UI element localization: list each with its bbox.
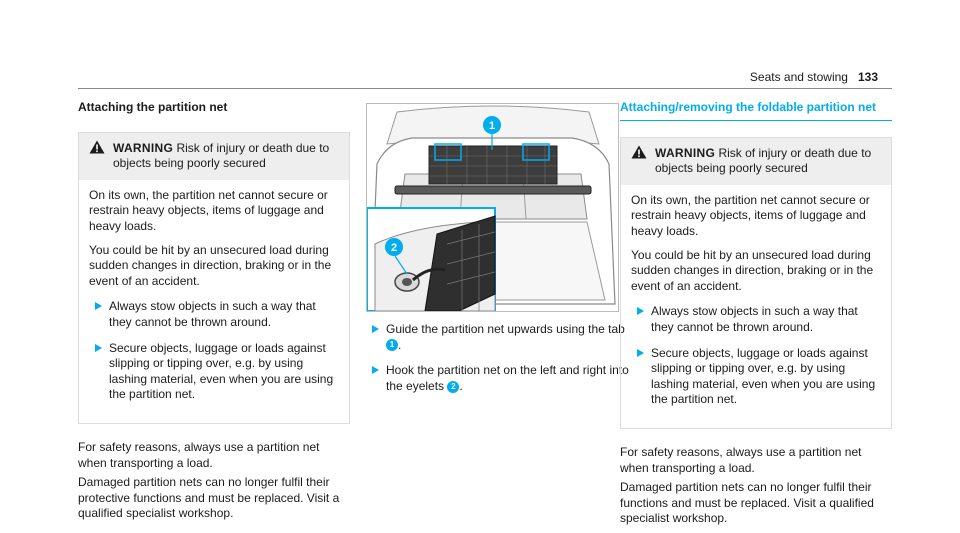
left-column: Attaching the partition net WARNING Risk… [78, 100, 350, 526]
callout-1 [483, 116, 501, 134]
bullet-text: Secure objects, luggage or loads against… [651, 345, 876, 407]
section-heading-wrap: Attaching/removing the foldable partitio… [620, 100, 892, 121]
warning-triangle-icon [89, 140, 105, 154]
warning-para: On its own, the partition net cannot sec… [89, 187, 328, 233]
warning-bullets: Always stow objects in such a way that t… [89, 299, 339, 403]
bullet-text: Always stow objects in such a way that t… [651, 304, 858, 334]
note-para: For safety reasons, always use a partiti… [620, 444, 862, 475]
list-item: Hook the partition net on the left and r… [366, 363, 638, 394]
warning-triangle-icon [631, 145, 647, 159]
warning-body: On its own, the partition net cannot sec… [79, 180, 349, 423]
arrow-right-icon [372, 325, 379, 333]
warning-para: On its own, the partition net cannot sec… [631, 192, 870, 238]
list-item: Secure objects, luggage or loads against… [89, 341, 339, 403]
warning-line: Risk of injury or death due to objects b… [655, 145, 872, 176]
note-text: For safety reasons, always use a partiti… [620, 445, 892, 527]
section-heading-foldable: Attaching/removing the foldable partitio… [620, 100, 877, 114]
callout-2-label: 2 [391, 242, 397, 254]
callout-2 [385, 238, 403, 256]
bullet-text: Always stow objects in such a way that t… [109, 299, 316, 329]
warning-body: On its own, the partition net cannot sec… [621, 185, 891, 428]
warning-para: You could be hit by an unsecured load du… [89, 242, 332, 288]
bullet-text: Secure objects, luggage or loads against… [109, 340, 334, 402]
note-para: For safety reasons, always use a partiti… [78, 439, 320, 470]
arrow-right-icon [95, 302, 102, 311]
arrow-right-icon [637, 348, 644, 357]
warning-label: WARNING [113, 140, 174, 155]
right-column: Attaching/removing the foldable partitio… [620, 100, 892, 531]
arrow-right-icon [95, 343, 102, 352]
arrow-right-icon [637, 307, 644, 316]
warning-bullets: Always stow objects in such a way that t… [631, 304, 881, 408]
instruction-steps: Guide the partition net upwards using th… [366, 322, 638, 394]
warning-box: WARNING Risk of injury or death due to o… [78, 131, 350, 424]
list-item: Always stow objects in such a way that t… [89, 299, 339, 330]
page-number: 133 [857, 70, 878, 84]
trunk-illustration-svg: 1 2 [367, 104, 618, 311]
list-item: Always stow objects in such a way that t… [631, 304, 881, 335]
warning-para: You could be hit by an unsecured load du… [631, 247, 874, 293]
warning-box: WARNING Risk of injury or death due to o… [620, 136, 892, 429]
warning-header: WARNING Risk of injury or death due to o… [621, 137, 891, 185]
note-para: Damaged partition nets can no longer ful… [620, 480, 874, 526]
callout-badge-2: 2 [447, 380, 460, 393]
warning-label: WARNING [655, 145, 716, 160]
warning-line: Risk of injury or death due to objects b… [113, 140, 330, 171]
list-item: Guide the partition net upwards using th… [366, 322, 638, 353]
running-head: Seats and stowing 133 [750, 70, 878, 86]
list-item: Secure objects, luggage or loads against… [631, 346, 881, 408]
arrow-right-icon [372, 366, 379, 375]
note-para: Damaged partition nets can no longer ful… [78, 475, 340, 521]
step-text: Guide the partition net upwards using th… [386, 322, 625, 336]
header-rule [78, 88, 892, 89]
step-tail: . [398, 337, 402, 352]
note-text: For safety reasons, always use a partiti… [78, 440, 350, 522]
section-heading-attach: Attaching the partition net [78, 100, 228, 114]
trunk-illustration: 1 2 [366, 103, 619, 312]
middle-column: 1 2 Guide the partition net upwards usin… [366, 103, 638, 404]
step-text: Hook the partition net on the left and r… [386, 363, 629, 393]
section-title: Seats and stowing [749, 70, 848, 84]
callout-badge-1: 1 [386, 339, 398, 352]
step-tail: . [459, 378, 463, 393]
callout-1-label: 1 [489, 120, 495, 132]
warning-header: WARNING Risk of injury or death due to o… [79, 132, 349, 180]
